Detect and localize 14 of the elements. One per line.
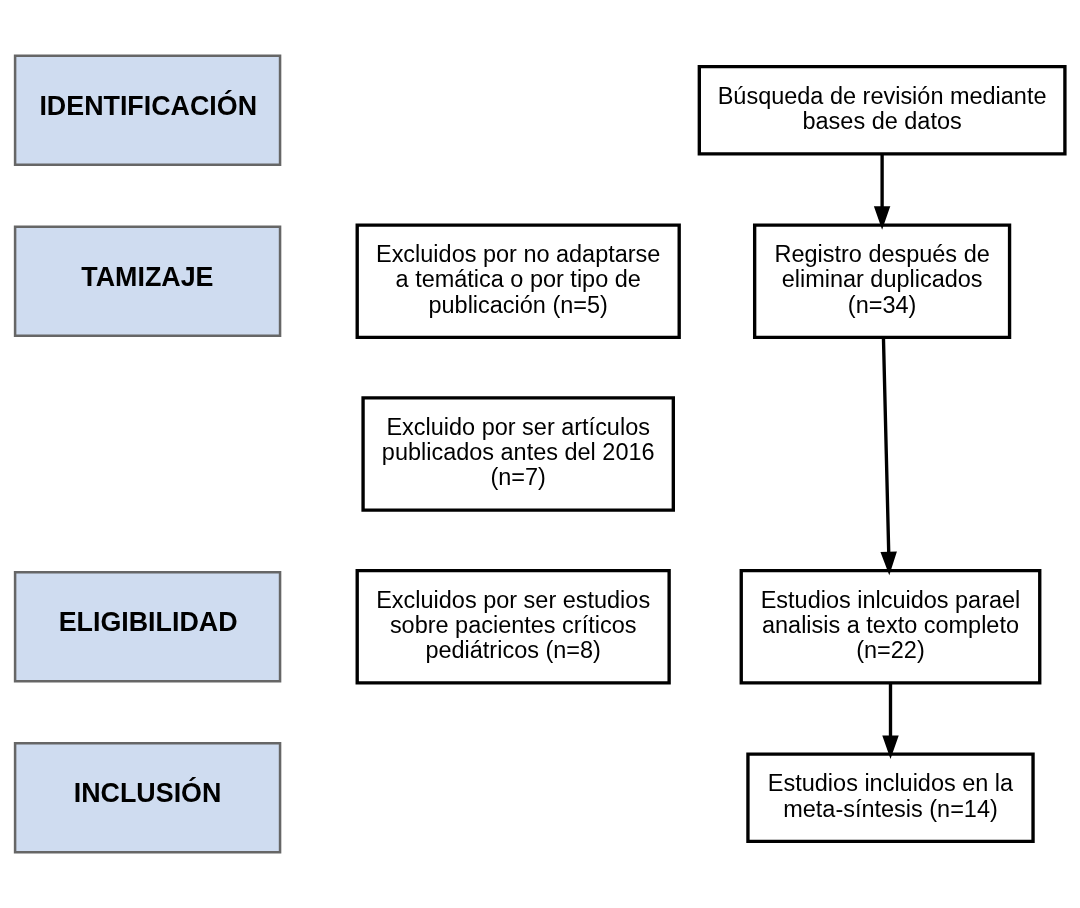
- node-box: Búsqueda de revisión mediante bases de datos: [697, 64, 1067, 156]
- node-box: Excluido por ser artículos publicados antes del 2016 (n=7): [361, 396, 675, 512]
- node-box: IDENTIFICACIÓN: [13, 54, 282, 166]
- arrow: [882, 683, 899, 759]
- node-box: Registro después de eliminar duplicados (n=34): [753, 223, 1012, 340]
- node-box: Excluidos por ser estudios sobre pacientes críticos pediátricos (n=8): [355, 568, 671, 685]
- node-box: Excluidos por no adaptarse a temática o por tipo de publicación (n=5): [355, 223, 681, 340]
- node-box: Estudios incluidos en la meta-síntesis (n=14): [746, 752, 1035, 844]
- node-box: ELIGIBILIDAD: [13, 570, 282, 683]
- arrow: [873, 154, 891, 230]
- node-box: TAMIZAJE: [13, 225, 282, 338]
- node-box: Estudios inlcuidos parael analisis a texto completo (n=22): [739, 568, 1042, 685]
- node-box: INCLUSIÓN: [13, 742, 282, 854]
- arrow: [880, 337, 897, 576]
